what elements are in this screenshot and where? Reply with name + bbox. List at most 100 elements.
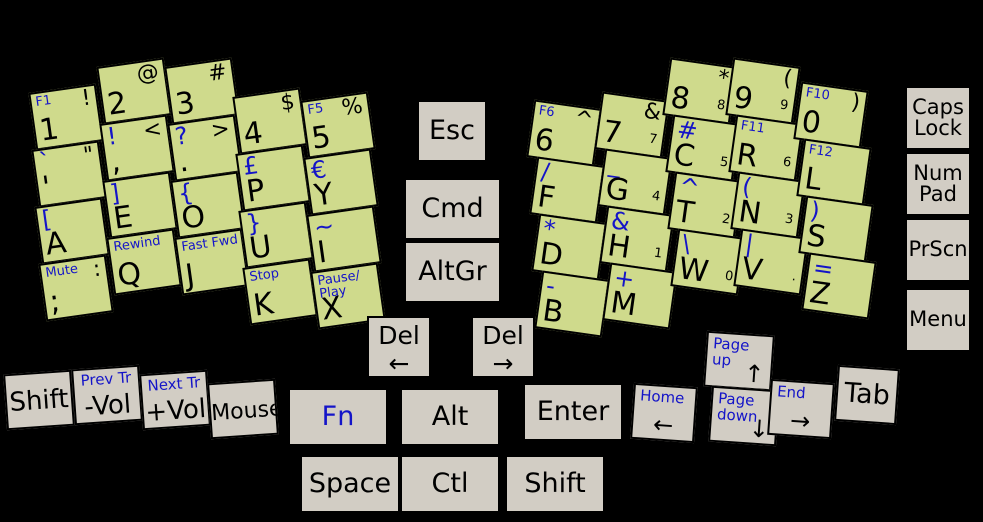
key-legend-main: N	[736, 194, 764, 232]
key-label: Space	[308, 468, 392, 500]
key-legend-main: 1	[37, 111, 62, 149]
key-label: Caps Lock	[912, 94, 964, 140]
key-del-forward[interactable]: Del→	[471, 316, 535, 378]
key-del-back[interactable]: Del←	[367, 316, 431, 378]
key-label: Del	[378, 321, 420, 350]
key-legend-topright: !	[80, 85, 93, 112]
key-label: Shift	[8, 383, 70, 419]
key-legend-main: 0	[799, 104, 824, 142]
key-end[interactable]: End →	[767, 378, 835, 440]
key-label: Cmd	[421, 193, 484, 225]
key-r-col-index-3[interactable]: +M	[602, 262, 678, 330]
key-legend-main: M	[608, 285, 639, 324]
key-home[interactable]: Home←	[630, 382, 698, 444]
key-space[interactable]: Space	[300, 455, 400, 513]
key-tab[interactable]: Tab	[834, 364, 900, 426]
arrow-icon: →	[789, 406, 812, 436]
key-legend-topleft: Mute	[44, 261, 79, 282]
key-prscn[interactable]: PrScn	[905, 218, 971, 282]
key-ctl[interactable]: Ctl	[400, 455, 500, 513]
key-legend-main: R	[733, 137, 760, 175]
key-legend-topright: :	[91, 256, 102, 283]
key-legend-topright: %	[340, 93, 365, 122]
key-legend-main: 9	[731, 80, 756, 118]
key-shift-right[interactable]: Shift	[505, 455, 605, 513]
key-volume-down[interactable]: Prev Tr-Vol	[71, 364, 143, 426]
key-alt[interactable]: Alt	[400, 388, 500, 446]
key-legend-topright: @	[135, 59, 161, 88]
arrow-icon: ↑	[743, 359, 766, 389]
key-num-pad[interactable]: Num Pad	[905, 152, 971, 216]
key-legend-numpad: 2	[721, 211, 732, 228]
key-r-col-ring-3[interactable]: |V.	[733, 228, 809, 296]
key-legend-main: T	[673, 194, 697, 232]
key-legend-topright: ^	[572, 106, 595, 134]
key-col-pinky-outer-3[interactable]: Mute:;	[37, 254, 114, 322]
key-legend-numpad: 5	[718, 154, 729, 171]
key-r-col-pinky-3[interactable]: =Z	[801, 252, 877, 320]
key-legend-main: 5	[309, 119, 334, 157]
key-label: Alt	[431, 401, 469, 433]
key-legend-main: Z	[807, 275, 833, 313]
key-legend-main: P	[244, 172, 268, 210]
key-legend-main: U	[247, 228, 275, 267]
key-legend-main: W	[676, 251, 711, 290]
key-label: AltGr	[418, 256, 487, 288]
key-legend-main: G	[602, 171, 631, 210]
key-shift-left[interactable]: Shift	[3, 369, 75, 431]
key-legend-topleft: F10	[804, 85, 831, 104]
key-label: Ctl	[431, 468, 469, 500]
key-mouse[interactable]: Mouse	[207, 378, 279, 440]
key-label: Shift	[524, 468, 586, 500]
key-legend-numpad: 1	[653, 245, 664, 262]
key-label: Tab	[843, 377, 891, 412]
key-legend-main: ;	[46, 283, 62, 320]
key-legend-main: X	[318, 290, 345, 328]
key-legend-main: '	[40, 169, 54, 206]
key-fn[interactable]: Fn	[288, 388, 388, 446]
key-legend-topleft: F11	[739, 118, 766, 137]
key-legend-main: F	[534, 179, 557, 217]
key-caps-lock[interactable]: Caps Lock	[905, 86, 971, 150]
key-legend-numpad: 9	[778, 97, 790, 114]
arrow-icon: →	[492, 349, 514, 378]
key-r-col-index-inner-3[interactable]: -B	[534, 270, 610, 338]
key-label: Num Pad	[913, 160, 963, 206]
key-legend-main: Y	[312, 176, 336, 214]
key-page-up[interactable]: Page up↑	[703, 330, 775, 392]
arrow-icon: ←	[388, 349, 410, 378]
key-legend-numpad: 3	[784, 211, 795, 228]
key-legend-main: A	[43, 225, 69, 263]
key-legend-main: V	[739, 251, 765, 289]
key-altgr[interactable]: AltGr	[404, 241, 501, 303]
key-legend-numpad: .	[790, 269, 797, 285]
key-label: Mouse	[210, 396, 279, 427]
key-legend-main: L	[801, 161, 824, 199]
key-legend-topright: )	[849, 89, 862, 116]
key-legend-numpad: 6	[781, 154, 792, 171]
key-legend-secondary: End	[776, 382, 807, 403]
key-volume-up[interactable]: Next Tr+Vol	[139, 369, 211, 431]
key-legend-main: 6	[532, 122, 557, 160]
key-legend-secondary: Prev Tr	[80, 368, 132, 390]
key-legend-numpad: 8	[715, 97, 727, 114]
key-esc[interactable]: Esc	[417, 100, 487, 162]
key-enter[interactable]: Enter	[523, 383, 623, 441]
key-legend-topleft: F6	[537, 103, 556, 121]
key-label: -Vol	[83, 389, 133, 423]
key-legend-topleft: F5	[306, 100, 325, 119]
key-label: +Vol	[144, 393, 208, 429]
key-legend-main: 8	[668, 80, 693, 118]
key-label: Esc	[429, 115, 475, 147]
key-legend-main: O	[179, 198, 208, 237]
key-menu[interactable]: Menu	[905, 288, 971, 352]
key-cmd[interactable]: Cmd	[404, 178, 501, 240]
key-legend-main: C	[670, 137, 697, 175]
key-legend-main: 4	[241, 115, 266, 153]
key-legend-topleft: Stop	[248, 266, 280, 286]
key-legend-topright: >	[209, 116, 232, 144]
